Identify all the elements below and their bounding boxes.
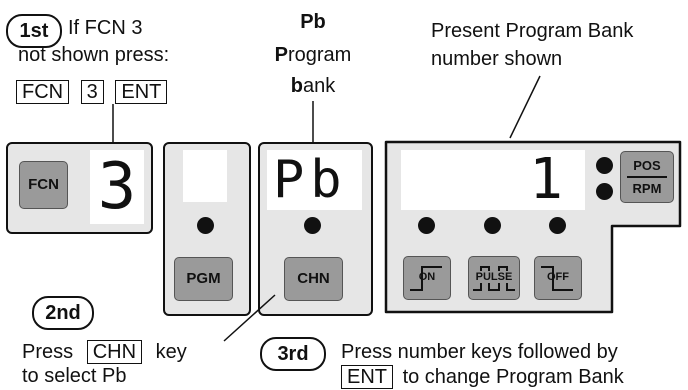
bank-display-digit: 1 — [529, 147, 563, 212]
step-1st-badge: 1st — [6, 14, 62, 48]
chn-button[interactable]: CHN — [284, 257, 343, 301]
pos-label: POS — [633, 158, 661, 173]
off-button[interactable]: OFF — [534, 256, 582, 300]
on-waveform-icon — [410, 266, 442, 291]
chn-display-text: Pb — [273, 150, 348, 210]
on-label: ON — [418, 271, 436, 283]
bank-display: 1 — [401, 150, 585, 210]
pgm-button[interactable]: PGM — [174, 257, 233, 301]
pulse-button[interactable]: PULSE — [468, 256, 520, 300]
step1-line2: not shown press: — [18, 44, 170, 66]
fcn-panel: FCN 3 — [6, 142, 153, 234]
key-fcn: FCN — [16, 80, 70, 104]
off-led — [549, 217, 566, 234]
pb-bank-initial: b — [290, 75, 303, 97]
pulse-led — [484, 217, 501, 234]
present-line1: Present Program Bank — [431, 20, 634, 42]
fcn-button[interactable]: FCN — [19, 161, 68, 209]
off-waveform-icon — [541, 266, 573, 291]
key-3: 3 — [80, 80, 104, 104]
step2-press: Press — [22, 341, 74, 363]
pb-program-initial: P — [274, 44, 288, 66]
pb-bank: bank — [268, 75, 358, 98]
step-3rd-badge: 3rd — [260, 337, 326, 371]
pb-title: Pb — [300, 11, 326, 33]
pgm-panel: PGM — [163, 142, 251, 316]
step2-key-word: key — [155, 341, 187, 363]
key-ent-step3: ENT — [341, 365, 393, 389]
rpm-label: RPM — [632, 181, 662, 196]
key-chn: CHN — [86, 340, 143, 364]
pb-bank-rest: ank — [302, 75, 336, 97]
step2-line2: to select Pb — [22, 365, 127, 387]
step3-line2: ENT to change Program Bank — [341, 365, 624, 389]
key-ent: ENT — [115, 80, 168, 104]
pb-program: Program — [258, 44, 368, 67]
pb-program-rest: rogram — [287, 44, 352, 66]
fcn-display-digit: 3 — [97, 150, 137, 224]
pulse-label: PULSE — [469, 271, 519, 283]
step3-line2-rest: to change Program Bank — [402, 366, 624, 388]
step-2nd-badge: 2nd — [32, 296, 94, 330]
on-led — [418, 217, 435, 234]
step1-keys: FCN 3 ENT — [16, 80, 168, 104]
fcn-display: 3 — [90, 150, 144, 224]
pgm-display — [183, 150, 227, 202]
pgm-led — [197, 217, 214, 234]
chn-panel: Pb CHN — [258, 142, 373, 316]
step3-line1: Press number keys followed by — [341, 341, 618, 363]
step2-line1: Press CHN key — [22, 340, 187, 364]
chn-led — [304, 217, 321, 234]
on-button[interactable]: ON — [403, 256, 451, 300]
present-line2: number shown — [431, 48, 563, 70]
pos-led — [596, 157, 613, 174]
off-label: OFF — [547, 271, 569, 283]
chn-display: Pb — [267, 150, 362, 210]
pos-rpm-divider — [627, 176, 667, 178]
rpm-led — [596, 183, 613, 200]
pos-rpm-button[interactable]: POS RPM — [620, 151, 674, 203]
step1-line1: If FCN 3 — [68, 17, 143, 39]
